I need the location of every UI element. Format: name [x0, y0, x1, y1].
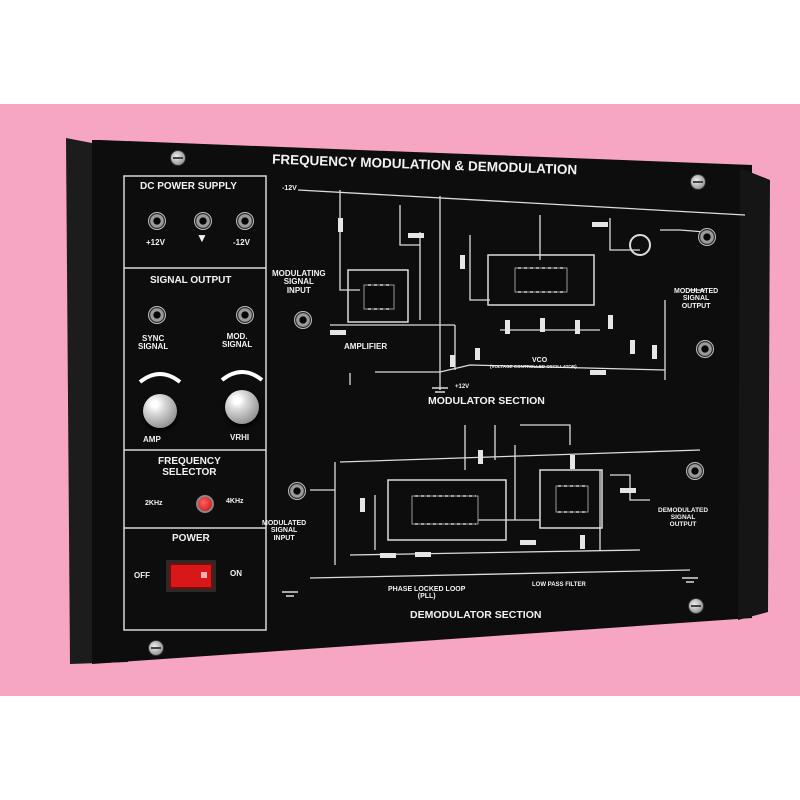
- resistors: [330, 218, 657, 558]
- vco-ic-box: [487, 254, 595, 306]
- freq-low-label: 2KHz: [145, 500, 163, 507]
- panel-right-edge: [738, 168, 770, 620]
- amp-knob[interactable]: [143, 394, 177, 428]
- ground-symbols: [282, 387, 698, 597]
- modulator-section-label: MODULATOR SECTION: [428, 395, 545, 407]
- pll-chip: [411, 495, 479, 525]
- lpf-ic-box: [539, 469, 603, 529]
- pll-label: PHASE LOCKED LOOP (PLL): [388, 586, 466, 601]
- freq-high-label: 4KHz: [226, 498, 244, 505]
- dc-power-supply-label: DC POWER SUPPLY: [140, 181, 237, 192]
- modulated-input-jack[interactable]: [288, 482, 306, 500]
- left-panel-outline: [123, 175, 267, 631]
- modulated-output-jack-top[interactable]: [698, 228, 716, 246]
- mod-signal-label: MOD. SIGNAL: [222, 332, 253, 350]
- demodulator-section-label: DEMODULATOR SECTION: [410, 609, 542, 621]
- power-label: POWER: [172, 533, 210, 544]
- screw-top-left: [170, 150, 186, 166]
- inductor-coil: [629, 234, 651, 256]
- minus-12v-label: -12V: [233, 238, 250, 247]
- screw-bottom-right: [688, 598, 704, 614]
- frequency-toggle-switch[interactable]: [196, 495, 214, 513]
- vari-knob[interactable]: [225, 390, 259, 424]
- mod-signal-jack[interactable]: [236, 306, 254, 324]
- modulating-input-jack[interactable]: [294, 311, 312, 329]
- ground-arrow-icon: ▼: [196, 231, 208, 245]
- vco-chip: [514, 267, 568, 293]
- pll-ic-box: [387, 479, 507, 541]
- demodulated-output-label: DEMODULATED SIGNAL OUTPUT: [658, 507, 709, 528]
- on-label: ON: [230, 569, 242, 578]
- modulated-output-jack[interactable]: [696, 340, 714, 358]
- rail-minus-12v-label: -12V: [282, 185, 297, 192]
- amp-knob-arc: [138, 372, 182, 384]
- lpf-chip: [555, 485, 589, 513]
- modulated-input-label: MODULATED SIGNAL INPUT: [262, 520, 307, 542]
- screw-bottom-left: [148, 640, 164, 656]
- plus-12v-label: +12V: [146, 238, 165, 247]
- vari-label: VRHI: [230, 433, 250, 442]
- screw-top-right: [690, 174, 706, 190]
- lpf-label: LOW PASS FILTER: [532, 582, 586, 588]
- power-rocker-switch[interactable]: [166, 560, 216, 592]
- rocker-indicator: [201, 572, 207, 578]
- sync-signal-label: SYNC SIGNAL: [138, 334, 169, 352]
- plus-12v-jack[interactable]: [148, 212, 166, 230]
- off-label: OFF: [134, 571, 150, 580]
- modulating-input-label: MODULATING SIGNAL INPUT: [272, 269, 326, 295]
- amplifier-label: AMPLIFIER: [344, 342, 388, 351]
- panel-face: [92, 140, 752, 664]
- rail-plus-12v-label: +12V: [455, 384, 470, 390]
- vari-knob-arc: [220, 370, 264, 382]
- modulated-output-label: MODULATED SIGNAL OUTPUT: [674, 288, 719, 310]
- demodulated-output-jack[interactable]: [686, 462, 704, 480]
- frequency-selector-label: FREQUENCY SELECTOR: [158, 456, 221, 478]
- amplifier-ic-box: [347, 269, 409, 323]
- minus-12v-jack[interactable]: [236, 212, 254, 230]
- vco-sub-label: (VOLTAGE CONTROLLED OSCILLATOR): [490, 364, 577, 369]
- sync-signal-jack[interactable]: [148, 306, 166, 324]
- signal-output-label: SIGNAL OUTPUT: [150, 275, 232, 286]
- amplifier-chip: [363, 284, 395, 310]
- ground-jack[interactable]: [194, 212, 212, 230]
- circuit-traces: [297, 189, 746, 579]
- amp-label: AMP: [143, 435, 161, 444]
- vco-label: VCO: [532, 357, 548, 364]
